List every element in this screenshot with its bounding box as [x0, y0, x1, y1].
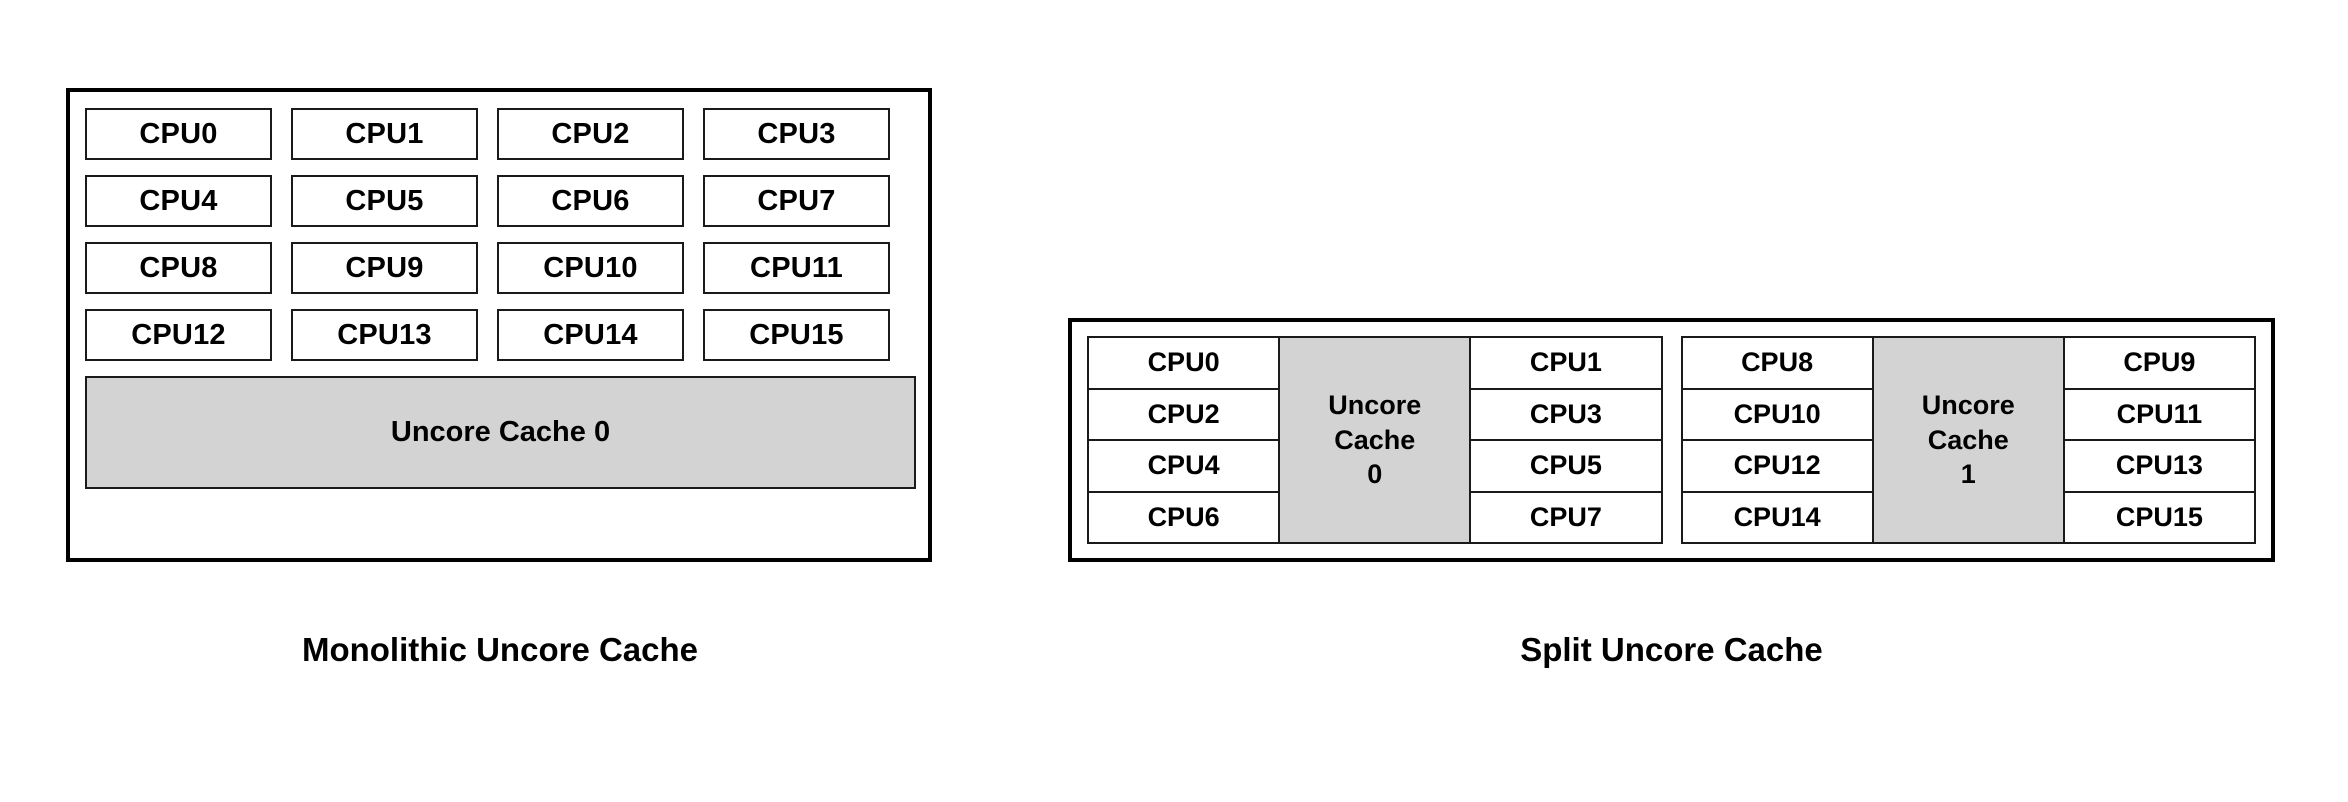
cpu-box: CPU10 [1682, 389, 1872, 441]
cpu-box: CPU14 [1682, 492, 1872, 542]
uncore-cache-label-line: Cache [1927, 424, 2009, 455]
uncore-cache-label-line: Uncore [1328, 390, 1422, 421]
cpu-box: CPU1 [1471, 338, 1661, 390]
split-package-frame: CPU0 CPU2 CPU4 CPU6 Uncore Cache 0 CPU1 … [1068, 318, 2275, 562]
uncore-cache-label-line: Cache [1334, 424, 1416, 455]
cpu-box: CPU11 [2064, 389, 2255, 441]
split-figure-caption: Split Uncore Cache [1520, 631, 1823, 668]
split-group-1-left-cpu-column: CPU8 CPU10 CPU12 CPU14 [1682, 338, 1872, 542]
cpu-box: CPU14 [497, 309, 684, 361]
cpu-box: CPU11 [703, 242, 890, 294]
cpu-box: CPU7 [1471, 492, 1661, 542]
cpu-box: CPU15 [2064, 492, 2255, 542]
cpu-box: CPU3 [1471, 389, 1661, 441]
monolithic-uncore-cache-figure: CPU0 CPU1 CPU2 CPU3 CPU4 CPU5 CPU6 CPU7 … [66, 88, 932, 562]
cpu-box: CPU5 [1471, 441, 1661, 493]
cpu-box: CPU10 [497, 242, 684, 294]
cpu-box: CPU2 [1089, 389, 1279, 441]
cpu-box: CPU13 [291, 309, 478, 361]
split-group-0-right-cpu-column: CPU1 CPU3 CPU5 CPU7 [1471, 338, 1661, 542]
uncore-cache-block-1: Uncore Cache 1 [1871, 338, 2065, 542]
uncore-cache-index: 0 [1367, 459, 1383, 490]
cpu-box: CPU9 [2064, 338, 2255, 390]
cpu-box: CPU0 [1089, 338, 1279, 390]
split-group-0-left-cpu-column: CPU0 CPU2 CPU4 CPU6 [1089, 338, 1279, 542]
uncore-cache-block: Uncore Cache 0 [85, 376, 916, 489]
uncore-cache-index: 1 [1960, 459, 1976, 490]
cpu-box: CPU15 [703, 309, 890, 361]
cpu-box: CPU12 [85, 309, 272, 361]
cpu-box: CPU6 [497, 175, 684, 227]
cpu-box: CPU1 [291, 108, 478, 160]
split-group-0: CPU0 CPU2 CPU4 CPU6 Uncore Cache 0 CPU1 … [1087, 336, 1663, 544]
split-uncore-cache-figure: CPU0 CPU2 CPU4 CPU6 Uncore Cache 0 CPU1 … [1068, 318, 2275, 562]
cpu-box: CPU8 [1682, 338, 1872, 390]
split-group-1-right-cpu-column: CPU9 CPU11 CPU13 CPU15 [2064, 338, 2255, 542]
cpu-box: CPU8 [85, 242, 272, 294]
cpu-box: CPU7 [703, 175, 890, 227]
monolithic-figure-caption: Monolithic Uncore Cache [301, 631, 699, 668]
cpu-box: CPU2 [497, 108, 684, 160]
cpu-box: CPU3 [703, 108, 890, 160]
cpu-box: CPU9 [291, 242, 478, 294]
cpu-box: CPU4 [85, 175, 272, 227]
cpu-box: CPU13 [2064, 441, 2255, 493]
cpu-box: CPU12 [1682, 441, 1872, 493]
uncore-cache-label-line: Uncore [1921, 390, 2015, 421]
cpu-box: CPU0 [85, 108, 272, 160]
cpu-box: CPU4 [1089, 441, 1279, 493]
cpu-box: CPU6 [1089, 492, 1279, 542]
cpu-box: CPU5 [291, 175, 478, 227]
split-group-1: CPU8 CPU10 CPU12 CPU14 Uncore Cache 1 CP… [1680, 336, 2256, 544]
monolithic-cpu-grid: CPU0 CPU1 CPU2 CPU3 CPU4 CPU5 CPU6 CPU7 … [85, 108, 913, 361]
monolithic-package-frame: CPU0 CPU1 CPU2 CPU3 CPU4 CPU5 CPU6 CPU7 … [66, 88, 932, 562]
uncore-cache-block-0: Uncore Cache 0 [1278, 338, 1472, 542]
